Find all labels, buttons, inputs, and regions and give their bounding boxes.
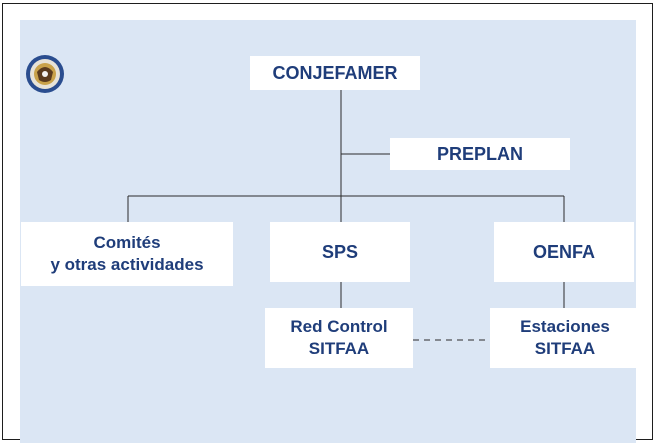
node-sps: SPS [270, 222, 410, 282]
node-preplan-label: PREPLAN [436, 144, 523, 164]
emblem-icon [26, 55, 64, 93]
node-comites: Comités y otras actividades [21, 222, 233, 286]
node-conjefamer-label: CONJEFAMER [272, 63, 398, 83]
node-comites-line2: y otras actividades [50, 255, 204, 274]
node-estaciones-line2: SITFAA [534, 339, 596, 358]
node-sps-label: SPS [321, 242, 359, 262]
node-oenfa-label: OENFA [532, 242, 595, 262]
node-comites-line1: Comités [93, 233, 161, 252]
node-estaciones: Estaciones SITFAA [490, 308, 640, 368]
node-red-control-line1: Red Control [290, 317, 388, 336]
node-preplan: PREPLAN [390, 138, 570, 170]
node-estaciones-line1: Estaciones [520, 317, 610, 336]
node-red-control: Red Control SITFAA [265, 308, 413, 368]
node-oenfa: OENFA [494, 222, 634, 282]
node-red-control-line2: SITFAA [308, 339, 370, 358]
node-conjefamer: CONJEFAMER [250, 56, 420, 90]
